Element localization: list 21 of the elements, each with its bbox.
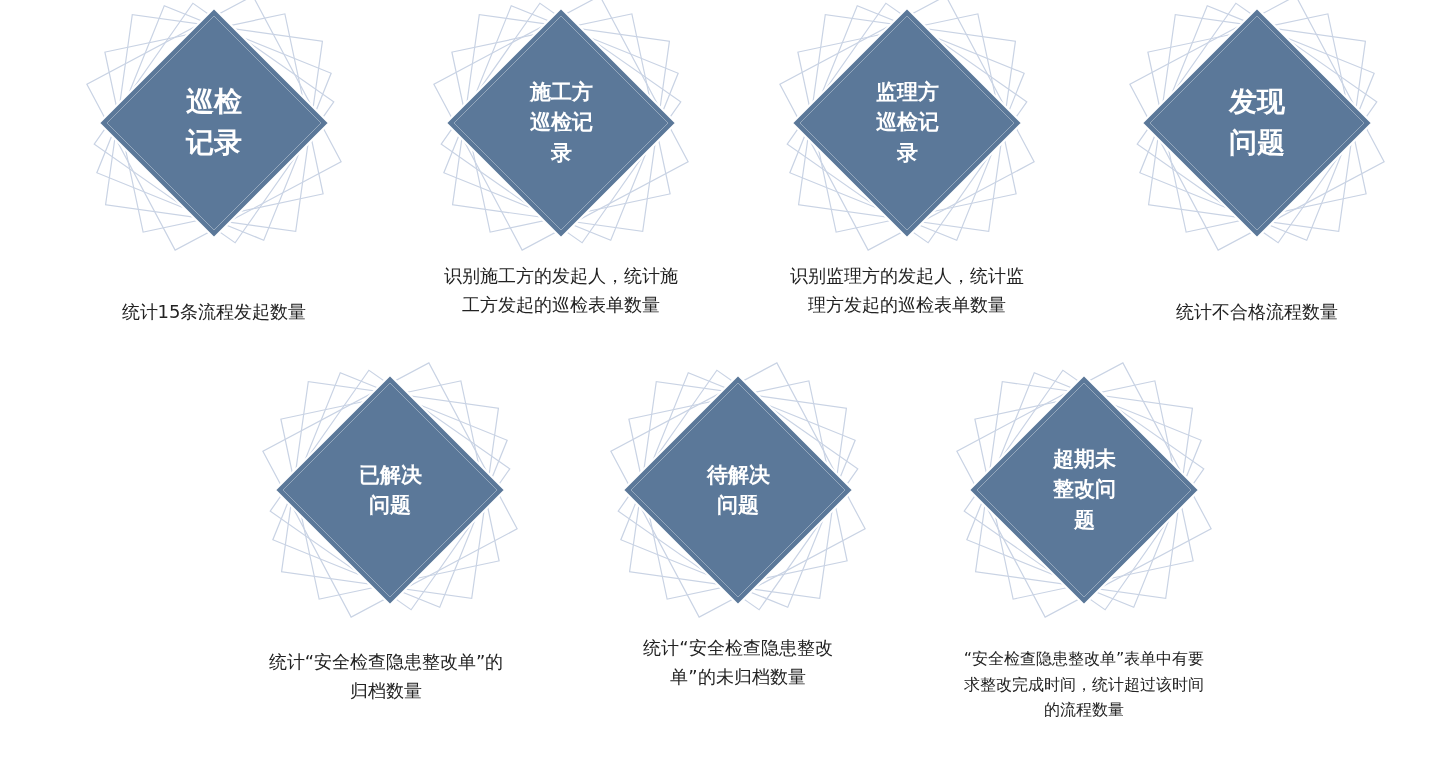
node-caption: 识别监理方的发起人，统计监理方发起的巡检表单数量	[789, 264, 1025, 317]
diamond-node	[792, 8, 1022, 238]
diamond-node	[99, 8, 329, 238]
diamond-node	[446, 8, 676, 238]
diamond-node	[969, 375, 1199, 605]
node-caption: 统计“安全检查隐患整改单”的归档数量	[267, 650, 505, 703]
node-caption: 统计“安全检查隐患整改单”的未归档数量	[642, 636, 834, 689]
node-label: 已解决问题	[358, 461, 422, 519]
diamond-node	[623, 375, 853, 605]
diamond-node	[275, 375, 505, 605]
node-label: 待解决问题	[706, 461, 770, 519]
node-caption: 识别施工方的发起人，统计施工方发起的巡检表单数量	[443, 264, 679, 317]
node-label: 监理方巡检记录	[875, 79, 939, 168]
node-caption: 统计不合格流程数量	[1175, 300, 1339, 324]
diamond-node	[1142, 8, 1372, 238]
node-caption: 统计15条流程发起数量	[120, 300, 308, 324]
node-label: 施工方巡检记录	[529, 79, 593, 168]
node-caption: “安全检查隐患整改单”表单中有要求整改完成时间，统计超过该时间的流程数量	[962, 648, 1206, 722]
node-label: 发现问题	[1229, 84, 1285, 161]
node-label: 巡检记录	[186, 84, 242, 161]
node-label: 超期未整改问题	[1052, 446, 1116, 535]
